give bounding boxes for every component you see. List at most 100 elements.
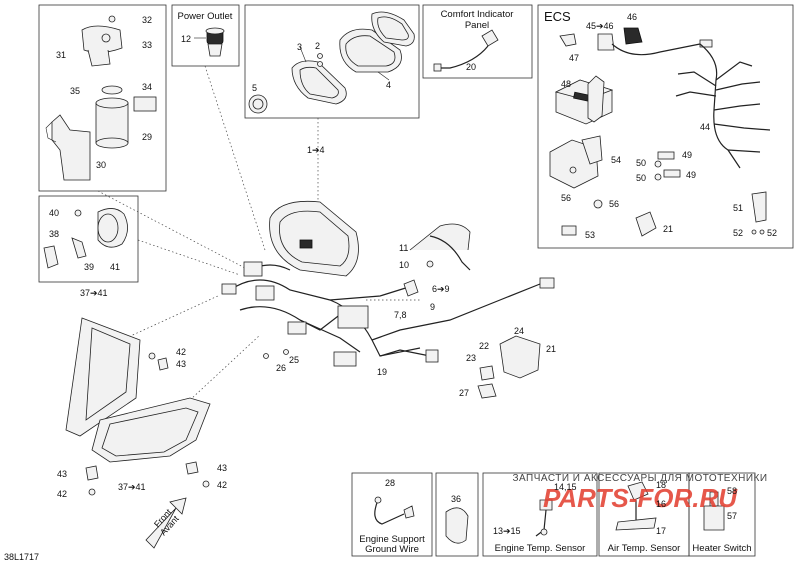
callout-35: 35 <box>70 86 80 96</box>
front-direction-arrow: Front Avant <box>145 497 187 549</box>
callout-51: 51 <box>733 203 743 213</box>
watermark-line-1: ЗАПЧАСТИ И АКСЕССУАРЫ ДЛЯ МОТОТЕХНИКИ <box>512 473 767 484</box>
callout-13-15: 13➔15 <box>493 526 521 536</box>
callout-18: 18 <box>656 480 666 490</box>
callout-1-4: 1➔4 <box>307 145 325 155</box>
callout-11: 11 <box>399 243 408 253</box>
callout-27: 27 <box>459 388 469 398</box>
gauge-detail-box <box>244 4 420 119</box>
reference-lines <box>97 65 420 401</box>
callout-37-41-a: 37➔41 <box>80 288 108 298</box>
callout-49-a: 49 <box>682 150 692 160</box>
callout-33: 33 <box>142 40 152 50</box>
main-harness <box>221 200 555 399</box>
heater-switch-box <box>688 472 756 557</box>
comfort-indicator-title-2: Panel <box>465 20 489 31</box>
part-36-box <box>435 472 479 557</box>
power-outlet-title: Power Outlet <box>178 11 233 22</box>
callout-14-15: 14,15 <box>554 482 577 492</box>
callout-56-a: 56 <box>561 193 571 203</box>
callout-32: 32 <box>142 15 152 25</box>
callout-40: 40 <box>49 208 59 218</box>
callout-42-b: 42 <box>57 489 67 499</box>
callout-39: 39 <box>84 262 94 272</box>
callout-20: 20 <box>466 62 476 72</box>
callout-41: 41 <box>110 262 120 272</box>
callout-12: 12 <box>181 34 191 44</box>
callout-52-a: 52 <box>733 228 743 238</box>
callout-43-a: 43 <box>176 359 186 369</box>
callout-23: 23 <box>466 353 476 363</box>
diagram-code: 38L1717 <box>4 552 39 562</box>
callout-19: 19 <box>377 367 387 377</box>
power-outlet-part <box>194 27 225 57</box>
callout-56-b: 56 <box>609 199 619 209</box>
callout-53: 53 <box>585 230 595 240</box>
callout-48: 48 <box>561 79 571 89</box>
callout-34: 34 <box>142 82 152 92</box>
callout-25: 25 <box>289 355 299 365</box>
callout-9: 9 <box>430 302 435 312</box>
power-outlet-assembly <box>45 15 157 181</box>
ecs-assembly <box>549 27 771 237</box>
callout-3: 3 <box>297 42 302 52</box>
callout-21-a: 21 <box>663 224 673 234</box>
callout-10: 10 <box>399 260 409 270</box>
callout-57: 57 <box>727 511 737 521</box>
engine-temp-title: Engine Temp. Sensor <box>495 543 586 554</box>
ecs-box <box>537 4 794 249</box>
callout-38: 38 <box>49 229 59 239</box>
power-outlet-box <box>171 4 240 67</box>
headlight-bulb-box <box>38 195 139 283</box>
callout-52-b: 52 <box>767 228 777 238</box>
callout-31: 31 <box>56 50 66 60</box>
callout-37-41-b: 37➔41 <box>118 482 146 492</box>
callout-54: 54 <box>611 155 621 165</box>
callout-42-c: 42 <box>217 480 227 490</box>
callout-43-b: 43 <box>57 469 67 479</box>
callout-22: 22 <box>479 341 489 351</box>
callout-7-8: 7,8 <box>394 310 407 320</box>
callout-46: 46 <box>627 12 637 22</box>
callout-36: 36 <box>451 494 461 504</box>
callout-58: 58 <box>727 486 737 496</box>
callout-16: 16 <box>656 499 666 509</box>
bottom-box-parts <box>374 481 725 544</box>
callout-42-a: 42 <box>176 347 186 357</box>
ecs-title: ECS <box>544 9 571 24</box>
heater-switch-title: Heater Switch <box>692 543 751 554</box>
callout-6-9: 6➔9 <box>432 284 450 294</box>
callout-50-a: 50 <box>636 158 646 168</box>
callout-43-c: 43 <box>217 463 227 473</box>
callout-44: 44 <box>700 122 710 132</box>
comfort-indicator-title: Comfort Indicator <box>441 9 514 20</box>
callout-17: 17 <box>656 526 666 536</box>
callout-29: 29 <box>142 132 152 142</box>
callout-28: 28 <box>385 478 395 488</box>
gauge-assembly <box>248 11 415 114</box>
air-temp-title: Air Temp. Sensor <box>608 543 681 554</box>
engine-temp-box <box>482 472 598 557</box>
comfort-indicator-part <box>433 29 499 72</box>
callout-24: 24 <box>514 326 524 336</box>
watermark-line-2: PARTS-FOR.RU <box>543 483 738 513</box>
callout-47: 47 <box>569 53 579 63</box>
callout-49-b: 49 <box>686 170 696 180</box>
callouts: 32 33 31 35 34 29 30 12 3 2 5 4 20 45➔46… <box>4 12 777 562</box>
callout-30: 30 <box>96 160 106 170</box>
callout-26: 26 <box>276 363 286 373</box>
callout-2: 2 <box>315 41 320 51</box>
callout-45-46: 45➔46 <box>586 21 614 31</box>
engine-support-box <box>351 472 433 557</box>
callout-5: 5 <box>252 83 257 93</box>
comfort-indicator-box <box>422 4 533 79</box>
power-outlet-detail-box <box>38 4 167 192</box>
engine-support-title: Engine Support <box>359 534 425 545</box>
watermark: ЗАПЧАСТИ И АКСЕССУАРЫ ДЛЯ МОТОТЕХНИКИ PA… <box>512 473 767 513</box>
headlight-assembly <box>65 317 211 496</box>
headlight-bulb-assembly <box>43 208 128 269</box>
callout-50-b: 50 <box>636 173 646 183</box>
callout-4: 4 <box>386 80 391 90</box>
